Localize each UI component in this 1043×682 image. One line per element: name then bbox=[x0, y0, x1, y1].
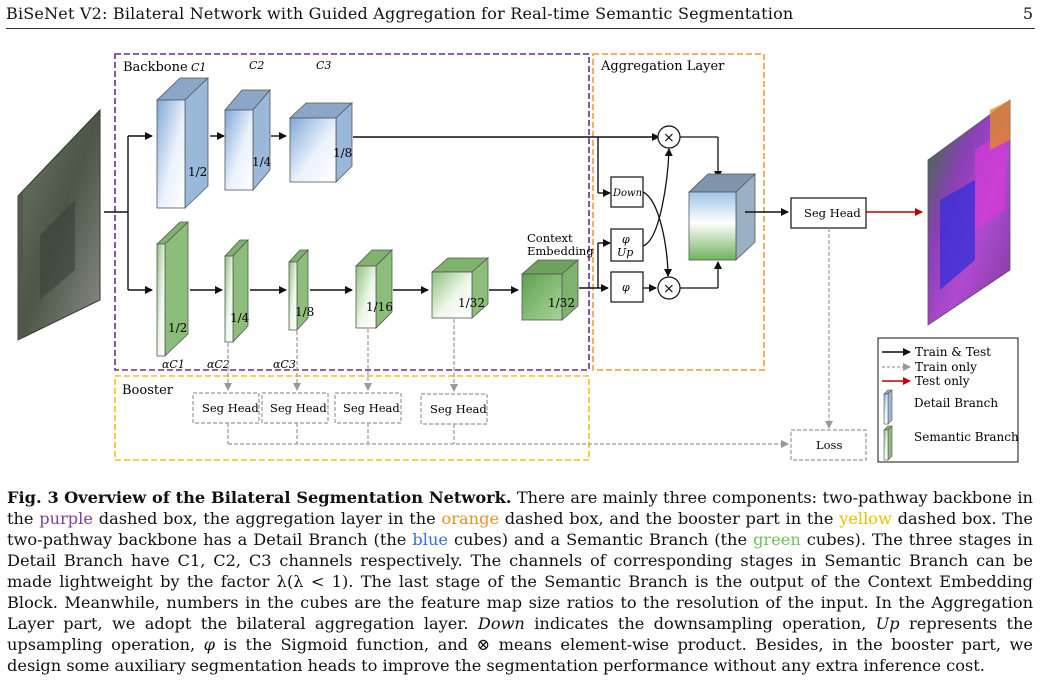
header-rule bbox=[6, 28, 1035, 29]
semantic-stage-3-cube bbox=[288, 248, 309, 332]
legend-semantic-branch: Semantic Branch bbox=[914, 430, 1019, 444]
semantic-stage-2-cube bbox=[224, 238, 249, 344]
semantic-ratio-1-2: 1/2 bbox=[168, 321, 187, 335]
caption-symbol-otimes: ⊗ bbox=[476, 635, 491, 654]
caption-text-8: represents the upsampling operation, bbox=[7, 614, 1034, 654]
svg-text:Seg Head: Seg Head bbox=[343, 401, 400, 415]
phi-symbol: φ bbox=[622, 281, 630, 294]
caption-word-orange: orange bbox=[441, 509, 500, 528]
svg-text:Seg Head: Seg Head bbox=[430, 402, 487, 416]
input-image bbox=[17, 108, 101, 341]
semantic-to-aggregation-arrows bbox=[579, 239, 611, 292]
caption-word-green: green bbox=[753, 530, 801, 549]
final-seg-head-label: Seg Head bbox=[804, 206, 861, 220]
down-op-label: Down bbox=[612, 188, 642, 199]
booster-seg-head-1: Seg Head bbox=[192, 392, 260, 424]
detail-ratio-1-4: 1/4 bbox=[252, 155, 272, 169]
caption-text-4: dashed box. The two-pathway backbone has… bbox=[7, 509, 1034, 549]
caption-text-9: is the Sigmoid function, and bbox=[223, 635, 469, 654]
caption-symbol-phi: φ bbox=[203, 635, 215, 654]
semantic-channel-ac3: αC3 bbox=[273, 358, 296, 371]
page-number: 5 bbox=[1022, 4, 1033, 23]
caption-word-down: Down bbox=[477, 614, 525, 633]
detail-channel-c3: C3 bbox=[316, 59, 331, 72]
svg-text:×: × bbox=[663, 281, 675, 297]
running-header-title: BiSeNet V2: Bilateral Network with Guide… bbox=[6, 4, 794, 23]
legend-train-test: Train & Test bbox=[915, 345, 991, 359]
backbone-label: Backbone bbox=[123, 60, 188, 75]
semantic-stage-5-cube bbox=[430, 257, 490, 319]
booster-train-arrows bbox=[224, 228, 833, 448]
semantic-ratio-1-8: 1/8 bbox=[295, 305, 314, 319]
bisenet-figure: Backbone Aggregation Layer Booster C1 1/… bbox=[17, 53, 1019, 463]
caption-word-blue: blue bbox=[412, 530, 448, 549]
detail-ratio-1-2: 1/2 bbox=[188, 165, 207, 179]
detail-channel-c2: C2 bbox=[249, 59, 264, 72]
detail-stage-2-cube bbox=[224, 88, 271, 192]
booster-seg-head-2: Seg Head bbox=[261, 392, 329, 424]
phi-op-box: φ bbox=[610, 271, 644, 303]
multiply-node-top: × bbox=[657, 125, 681, 149]
down-op-box: Down bbox=[610, 176, 644, 208]
legend-test-only: Test only bbox=[915, 374, 970, 388]
semantic-ratio-1-4: 1/4 bbox=[230, 311, 250, 325]
legend: Train & Test Train only Test only Detail… bbox=[877, 337, 1019, 463]
detail-ratio-1-8: 1/8 bbox=[333, 146, 352, 160]
booster-seg-head-4: Seg Head bbox=[420, 393, 488, 425]
caption-text-7: indicates the downsampling operation, bbox=[534, 614, 867, 633]
context-ratio-1-32: 1/32 bbox=[548, 296, 575, 310]
caption-text-3: dashed box, and the booster part in the bbox=[504, 509, 834, 528]
loss-box: Loss bbox=[790, 429, 867, 461]
caption-word-purple: purple bbox=[39, 509, 93, 528]
svg-text:Seg Head: Seg Head bbox=[202, 401, 259, 415]
caption-text-1: There are mainly three components: two-p… bbox=[7, 488, 1033, 528]
figure-caption: Fig. 3 Overview of the Bilateral Segment… bbox=[7, 487, 1033, 676]
booster-seg-head-3: Seg Head bbox=[334, 392, 402, 424]
context-label-line-2: Embedding bbox=[527, 244, 594, 258]
caption-text-2: dashed box, the aggregation layer in the bbox=[98, 509, 436, 528]
context-embedding-cube bbox=[520, 259, 580, 321]
detail-channel-c1: C1 bbox=[191, 61, 206, 74]
caption-text-5: cubes) and a Semantic Branch (the bbox=[453, 530, 748, 549]
legend-detail-icon bbox=[883, 389, 893, 425]
detail-stage-3-cube bbox=[288, 102, 354, 183]
svg-text:Seg Head: Seg Head bbox=[270, 401, 327, 415]
semantic-stage-4-cube bbox=[355, 249, 393, 329]
detail-stage-1-cube bbox=[156, 77, 209, 209]
up-op-label: Up bbox=[617, 246, 633, 259]
multiply-node-bottom: × bbox=[657, 276, 681, 300]
semantic-stage-1-cube bbox=[156, 221, 189, 357]
output-segmentation-map bbox=[927, 99, 1011, 326]
semantic-ratio-1-32: 1/32 bbox=[458, 296, 485, 310]
aggregation-output-cube bbox=[687, 173, 757, 261]
final-seg-head-box: Seg Head bbox=[790, 197, 867, 229]
input-arrows bbox=[104, 132, 153, 294]
loss-label: Loss bbox=[816, 438, 842, 452]
context-label-line-1: Context bbox=[527, 231, 573, 245]
booster-box bbox=[114, 375, 590, 461]
semantic-channel-ac2: αC2 bbox=[207, 358, 230, 371]
svg-text:×: × bbox=[663, 130, 675, 146]
legend-detail-branch: Detail Branch bbox=[914, 396, 998, 410]
semantic-channel-ac1: αC1 bbox=[162, 358, 185, 371]
aggregation-label: Aggregation Layer bbox=[600, 59, 725, 74]
caption-text-10: means element-wise product. Besides, in … bbox=[7, 635, 1033, 675]
legend-train-only: Train only bbox=[915, 360, 977, 374]
caption-word-up: Up bbox=[875, 614, 900, 633]
caption-title: Overview of the Bilateral Segmentation N… bbox=[64, 488, 512, 507]
phi-up-op-box: φ Up bbox=[610, 228, 644, 262]
caption-fig-label: Fig. 3 bbox=[7, 488, 59, 507]
aggregation-arrows bbox=[642, 136, 722, 292]
semantic-ratio-1-16: 1/16 bbox=[366, 300, 393, 314]
detail-to-aggregation-arrows bbox=[353, 133, 660, 197]
caption-text-6: cubes). The three stages in Detail Branc… bbox=[7, 530, 1033, 633]
legend-semantic-icon bbox=[883, 425, 893, 461]
booster-label: Booster bbox=[122, 383, 174, 398]
phi-up-symbol: φ bbox=[622, 233, 630, 246]
caption-word-yellow: yellow bbox=[839, 509, 892, 528]
